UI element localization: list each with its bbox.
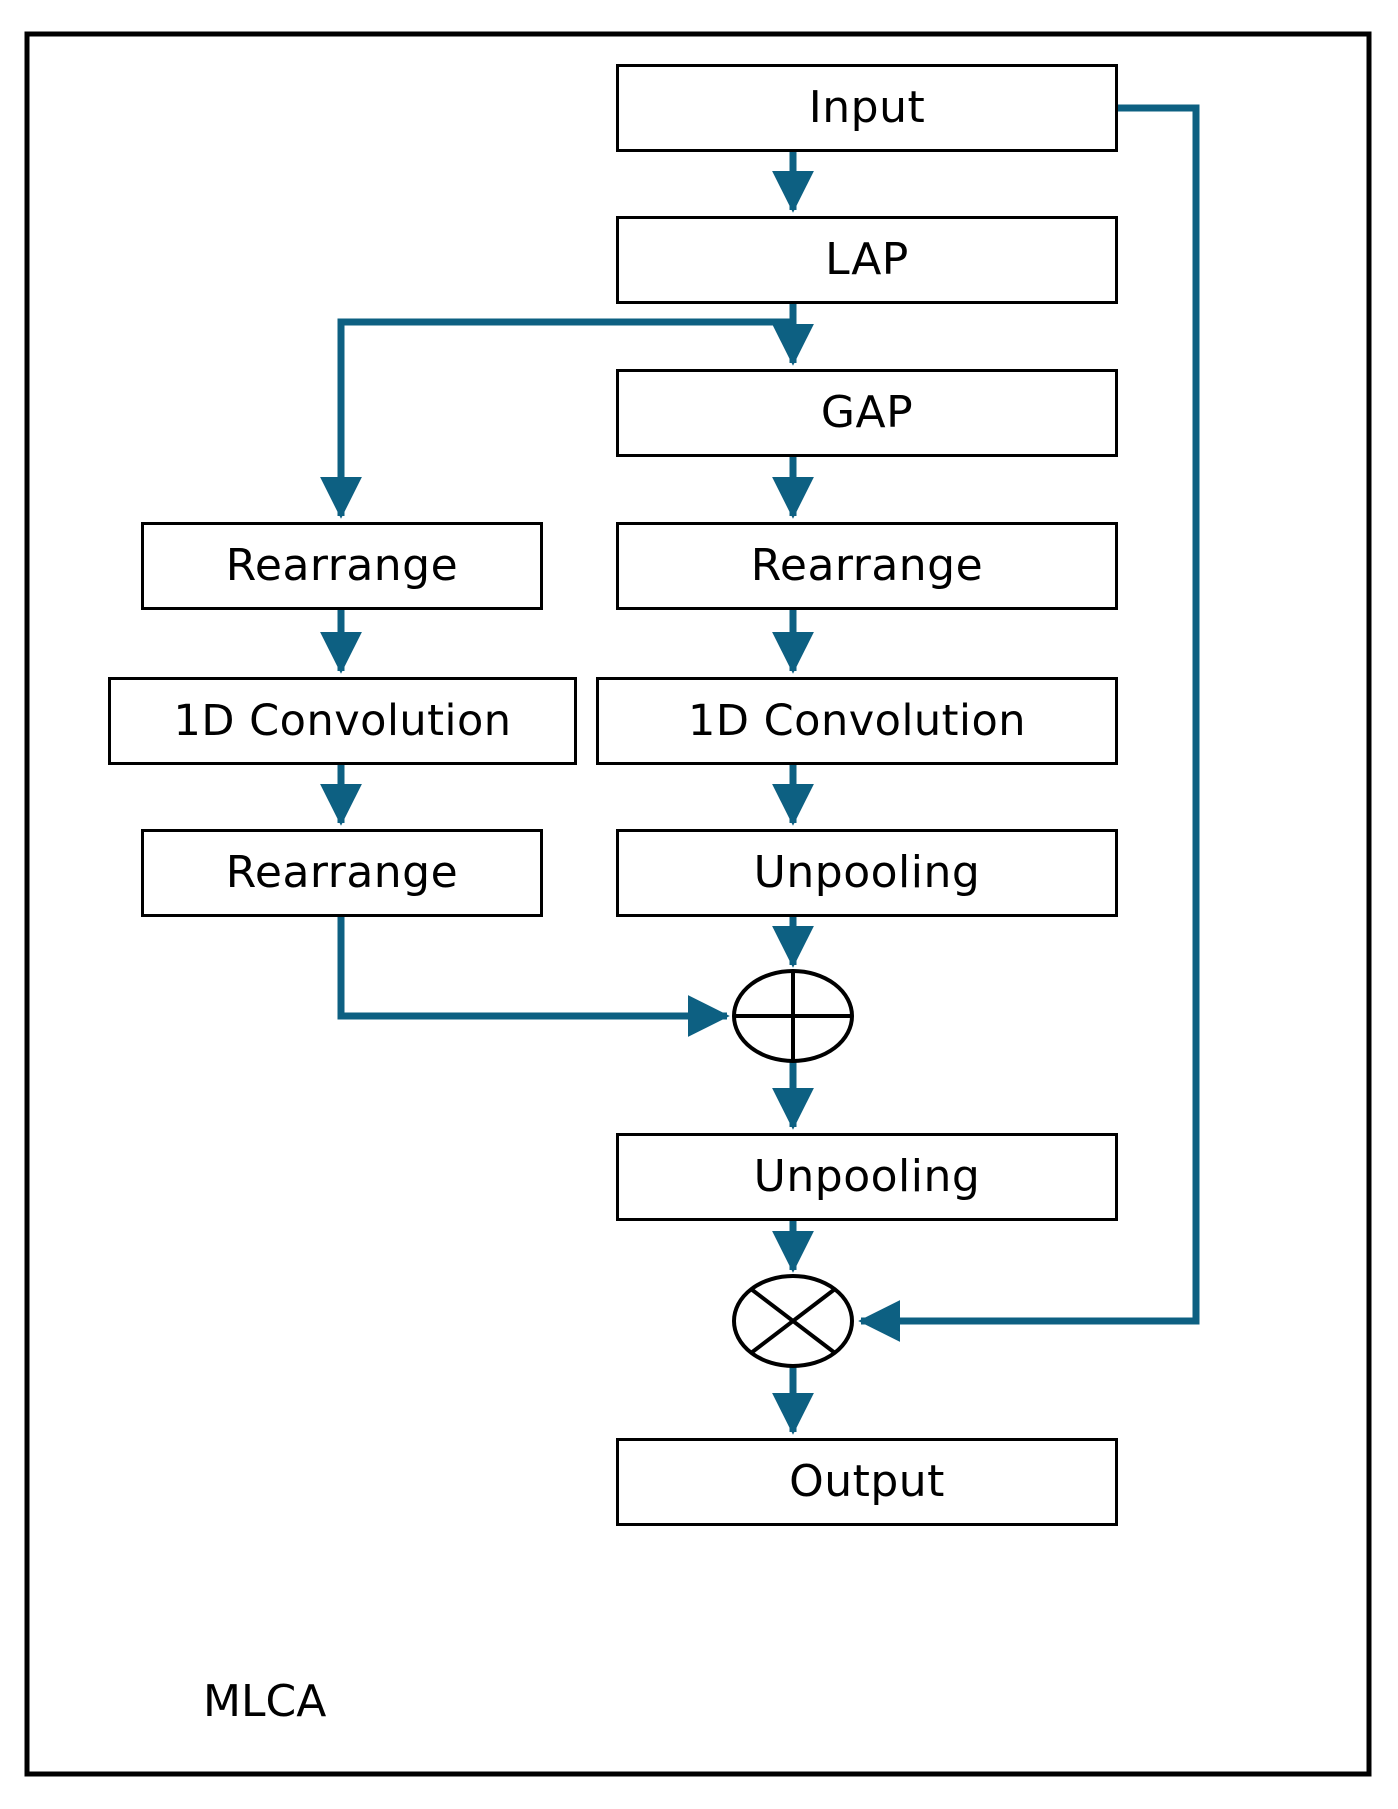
edge-rearrange-left2-to-sum: [337, 917, 730, 1037]
edge-lap-to-rearrange-left: [320, 318, 793, 519]
node-input[interactable]: Input: [616, 64, 1118, 152]
node-rearrange-left-2[interactable]: Rearrange: [141, 829, 543, 917]
node-lap[interactable]: LAP: [616, 216, 1118, 304]
multiply-operator[interactable]: [732, 1274, 854, 1368]
node-output[interactable]: Output: [616, 1438, 1118, 1526]
sum-operator[interactable]: [732, 969, 854, 1063]
diagram-title-label: MLCA: [203, 1676, 327, 1727]
outer-frame: [24, 31, 1372, 1777]
node-gap[interactable]: GAP: [616, 369, 1118, 457]
node-rearrange-left[interactable]: Rearrange: [141, 522, 543, 610]
node-conv1d-right[interactable]: 1D Convolution: [596, 677, 1118, 765]
node-unpooling-2[interactable]: Unpooling: [616, 1133, 1118, 1221]
node-unpooling-1[interactable]: Unpooling: [616, 829, 1118, 917]
node-rearrange-right[interactable]: Rearrange: [616, 522, 1118, 610]
node-conv1d-left[interactable]: 1D Convolution: [108, 677, 577, 765]
edge-input-skip-to-multiply: [858, 104, 1200, 1342]
